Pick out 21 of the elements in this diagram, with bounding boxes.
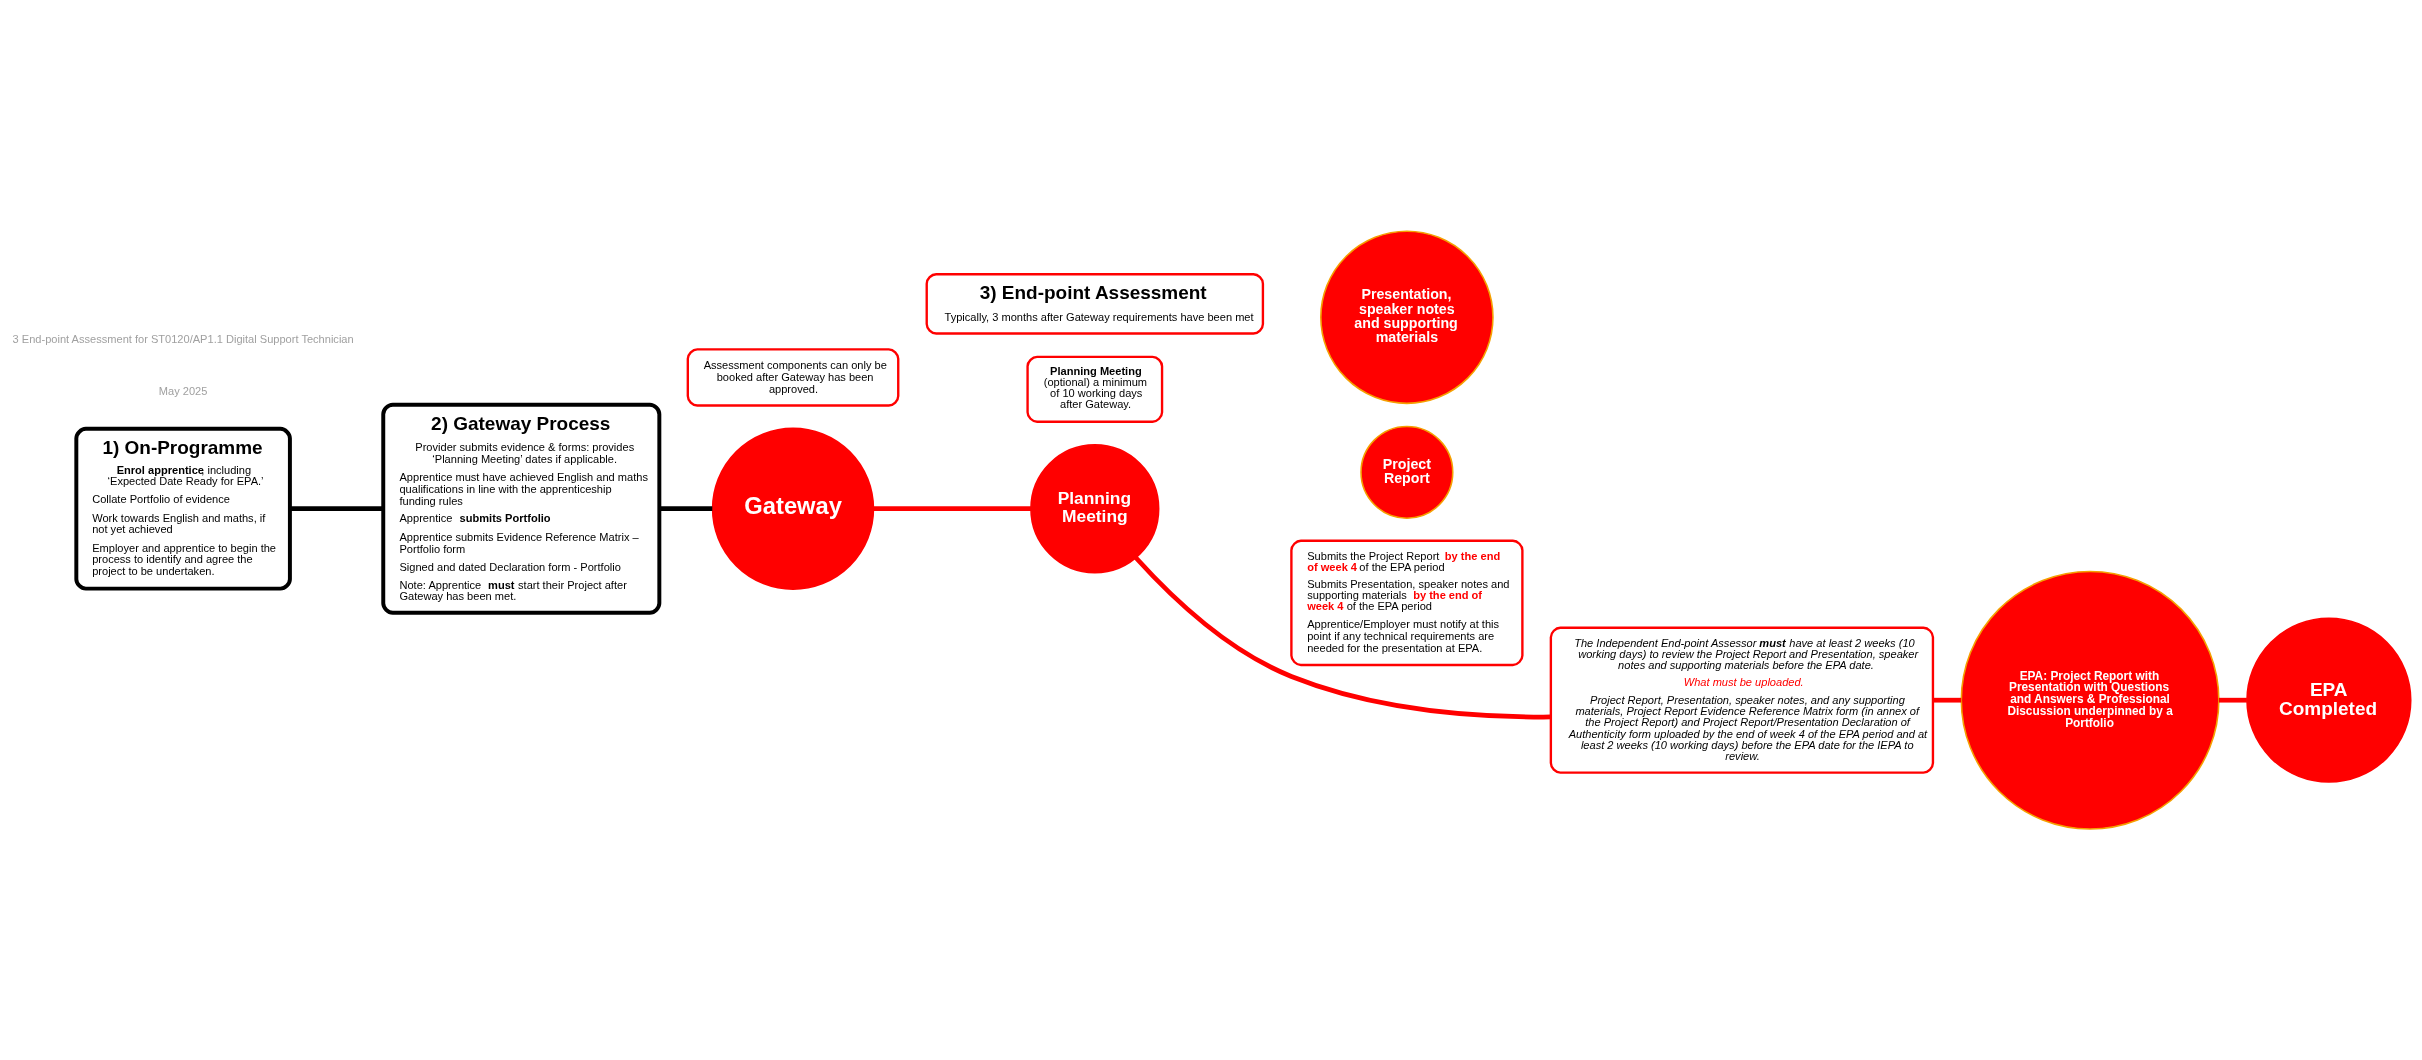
connector (289, 506, 384, 512)
label: May 2025 (158, 384, 208, 397)
connector (659, 506, 713, 512)
node-circle: Presentation, speaker notes and supporting materials (1320, 230, 1494, 405)
node-circle: Project Report (1360, 425, 1454, 519)
connector (873, 506, 1032, 512)
node-circle: EPA Completed (2246, 617, 2412, 783)
node-circle: EPA: Project Report with Presentation with Questions and Answers & Professional Discussion underpinned by a Portfolio (1960, 570, 2220, 830)
node-circle: Gateway (711, 427, 875, 590)
connector (2218, 697, 2247, 703)
node-box: Planning Meeting (optional) a minimum of 10 working days after Gateway. (1026, 355, 1164, 423)
node-box: The Independent End-point Assessor must have at least 2 weeks (10 working days) to review the Project Report and Presentation, speaker notes and supporting materials before the EPA date. What must be uploaded. Project Report, Presentation, speaker notes, and any supporting materials, Project Report Evidence Reference Matrix form (in annex of the Project Report) and Project Report/Presentation Declaration of Authenticity form uploaded by the end of week 4 of the EPA period and at least 2 weeks (10 working days) before the EPA date for the IEPA to review. (1549, 626, 1935, 774)
connector (1134, 556, 1551, 720)
label: 3 End-point Assessment for ST0120/AP1.1 Digital Support Technician (12, 333, 354, 346)
node-box: 2) Gateway Process Provider submits evidence & forms: provides ‘Planning Meeting’ dates if applicable. Apprentice must have achieved English and maths qualifications in line with the apprenticeship funding rules Apprentice submits Portfolio Apprentice submits Evidence Reference Matrix – Portfolio form Signed and dated Declaration form - Portfolio Note: Apprentice must start their Project after Gateway has been met. (381, 402, 662, 615)
node-box: Assessment components can only be booked after Gateway has been approved. (686, 348, 900, 407)
node-box: Submits the Project Report by the end of week 4 of the EPA period Submits Presentation, speaker notes and supporting materials by the end of week 4 of the EPA period Apprentice/Employer must notify at this point if any technical requirements are needed for the presentation at EPA. (1290, 539, 1524, 667)
connector (1933, 697, 1962, 703)
node-box: 1) On-Programme Enrol apprentice, including ‘Expected Date Ready for EPA.’ Collate Portfolio of evidence Work towards English and maths, if not yet achieved Employer and apprentice to begin the process to identify and agree the project to be undertaken. (74, 426, 292, 591)
node-circle: Planning Meeting (1030, 444, 1160, 574)
node-box: 3) End-point Assessment Typically, 3 months after Gateway requirements have been met (925, 273, 1265, 335)
